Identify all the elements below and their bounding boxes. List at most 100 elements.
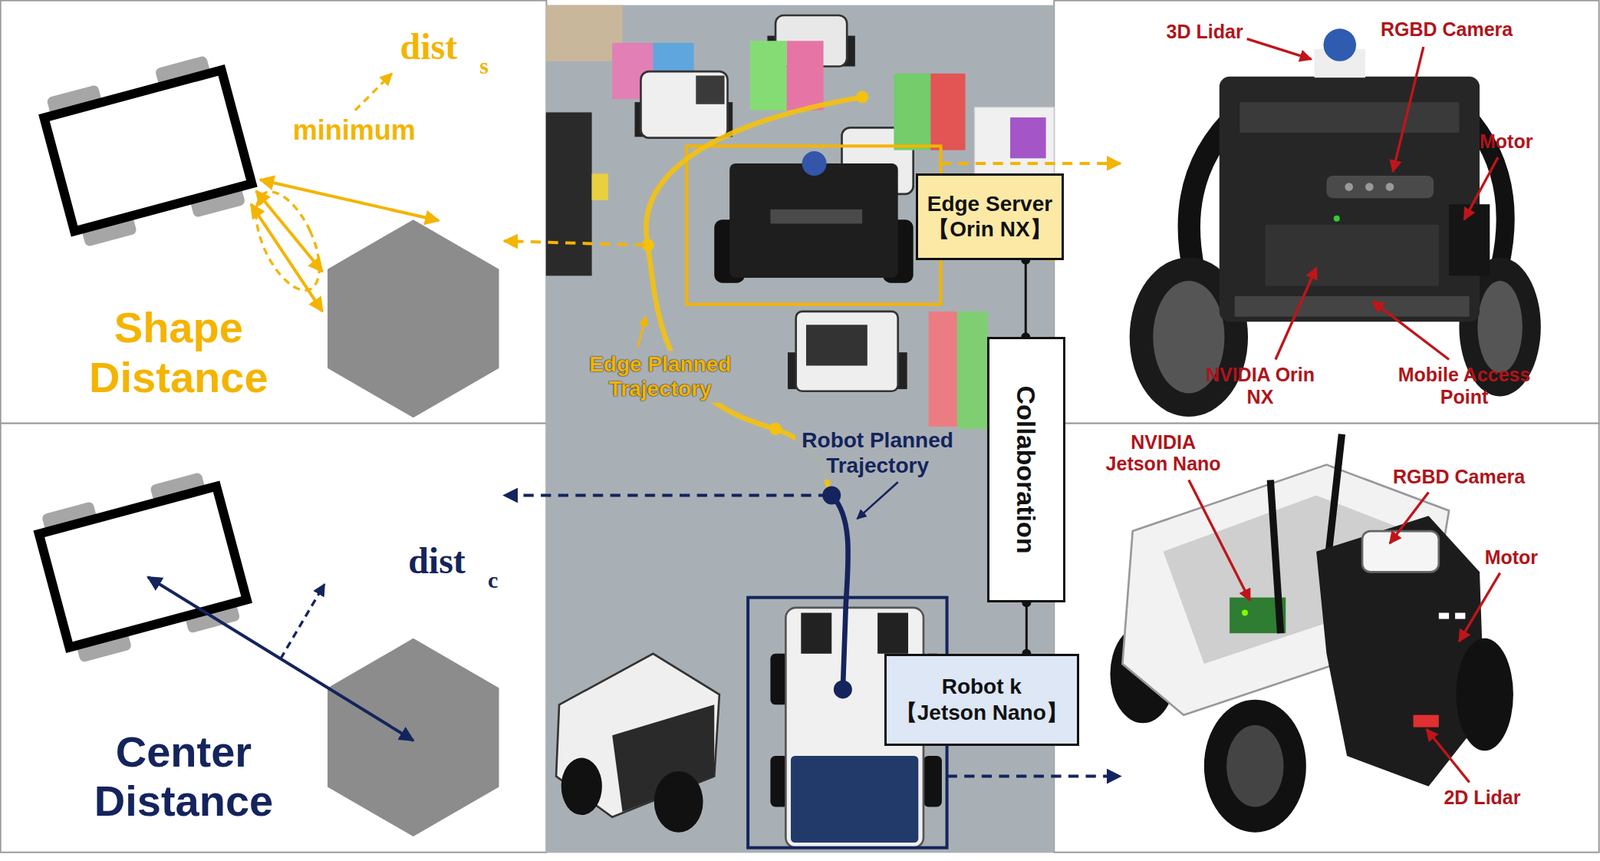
center-distance-sketch	[34, 468, 500, 837]
edge-robot-photo-part	[1219, 76, 1480, 322]
lab-photo-part	[546, 5, 623, 62]
lab-photo-part	[877, 612, 909, 654]
shape-distance-sketch-part	[355, 73, 392, 111]
lab-photo-part	[640, 71, 728, 139]
link-line	[1024, 260, 1028, 338]
subscript: s	[479, 52, 489, 80]
component-leaders-part	[1275, 267, 1317, 360]
shape-distance-sketch-part	[250, 204, 323, 312]
component-leaders-part	[1458, 572, 1500, 642]
dashed-pointers-part	[503, 240, 646, 245]
component-label: RGBD Camera	[1380, 18, 1513, 41]
robot-k-photo-part	[1226, 724, 1284, 807]
box-text: Robot k	[941, 673, 1022, 700]
lab-photo-part	[786, 40, 824, 111]
component-label: NVIDIA Orin NX	[1198, 363, 1322, 409]
edge-robot-photo-part	[1333, 215, 1340, 222]
lab-photo-part	[790, 755, 919, 843]
center-distance-sketch-part	[280, 583, 325, 659]
dashed-pointers-part	[941, 161, 1121, 165]
trajectory-label: Edge Planned Trajectory	[583, 350, 738, 403]
trajectories-part	[833, 679, 853, 698]
edge-robot-photo-part	[1344, 182, 1354, 191]
component-label: RGBD Camera	[1392, 465, 1525, 488]
lab-photo-part	[546, 111, 593, 276]
robot-k-photo-part	[1270, 480, 1281, 634]
robot-k-photo-part	[1362, 530, 1439, 572]
lab-photo-part	[770, 209, 863, 224]
dashed-pointers	[503, 163, 1121, 777]
center-distance-sketch-part	[148, 576, 414, 741]
shape-distance-sketch	[39, 52, 499, 418]
robot-k-photo-part	[1455, 612, 1466, 619]
component-leaders-part	[1372, 301, 1449, 360]
component-label: Motor	[1484, 546, 1538, 569]
panel-frames-part	[0, 0, 547, 424]
lab-photo-part	[729, 163, 899, 278]
component-label: NVIDIA Jetson Nano	[1102, 431, 1225, 476]
box-text: 【Jetson Nano】	[895, 699, 1068, 726]
component-leaders-part	[1392, 46, 1424, 172]
edge-robot-photo-part	[1386, 182, 1395, 191]
lab-photo-part	[806, 324, 868, 366]
box-text: Collaboration	[1010, 385, 1043, 554]
edge-robot-photo-part	[1234, 296, 1470, 317]
robot-k-photo-part	[1316, 515, 1485, 787]
component-label: Motor	[1479, 130, 1533, 153]
edge-robot-photo-part	[1365, 182, 1374, 191]
component-label: 2D Lidar	[1443, 786, 1521, 809]
distance-symbol: dist	[408, 539, 466, 582]
shape-distance-sketch-part	[243, 182, 333, 300]
shape-distance-sketch-part	[327, 219, 499, 418]
panel-frames-part	[1053, 0, 1599, 424]
center-distance-sketch-part-part	[39, 486, 247, 648]
edge-robot-photo-part	[1265, 224, 1439, 287]
component-leaders-part	[1464, 157, 1498, 220]
lab-photo-part	[561, 757, 603, 816]
edge-robot-photo-part	[1326, 175, 1434, 198]
lab-photo-part	[592, 173, 609, 201]
robot-k-photo-part	[1204, 699, 1307, 833]
trajectories-part	[857, 481, 899, 519]
edge-robot-photo-part	[1239, 102, 1459, 133]
center-distance-sketch-part	[34, 468, 252, 665]
lab-photo-part	[893, 73, 931, 151]
server-box: Edge Server【Orin NX】	[915, 173, 1064, 261]
highlight-frames-part	[686, 145, 941, 304]
component-label: 3D Lidar	[1166, 20, 1244, 43]
trajectories-part	[855, 90, 869, 103]
dashed-pointers-part	[503, 493, 829, 498]
edge-robot-photo-part	[1477, 280, 1523, 373]
center-distance-sketch-part	[327, 638, 499, 837]
robot-k-photo-part	[1241, 609, 1248, 616]
lab-photo-part	[800, 612, 832, 654]
lab-photo-part	[930, 73, 965, 151]
panel-frames-part	[1053, 423, 1599, 853]
lab-photo-part	[957, 311, 988, 429]
robot-k-photo-part	[1438, 612, 1449, 619]
box-text: 【Orin NX】	[928, 216, 1051, 243]
trajectories-part	[831, 495, 849, 690]
subscript: c	[487, 566, 498, 594]
edge-robot-photo	[1129, 28, 1541, 417]
component-leaders	[1188, 39, 1501, 783]
component-leaders-part	[1188, 480, 1251, 601]
component-label: Mobile Access Point	[1387, 363, 1541, 409]
distance-symbol: dist	[400, 25, 458, 68]
robot-k-photo-part	[1455, 638, 1514, 751]
lab-photo-part	[750, 40, 787, 111]
panel-frames-part	[0, 423, 547, 853]
edge-robot-photo-part	[1448, 204, 1490, 276]
shape-distance-sketch-part	[39, 52, 257, 249]
lab-photo-part	[1010, 117, 1047, 159]
trajectories-part	[637, 316, 646, 348]
annotation: minimum	[293, 114, 416, 146]
robot-k-photo-part	[1413, 714, 1439, 728]
shape-distance-sketch-part-part	[43, 69, 252, 231]
box-text: Edge Server	[927, 190, 1053, 218]
panel-title: Center Distance	[60, 727, 307, 827]
edge-robot-photo-part	[1323, 28, 1357, 62]
robot-box: Robot k【Jetson Nano】	[884, 653, 1080, 746]
